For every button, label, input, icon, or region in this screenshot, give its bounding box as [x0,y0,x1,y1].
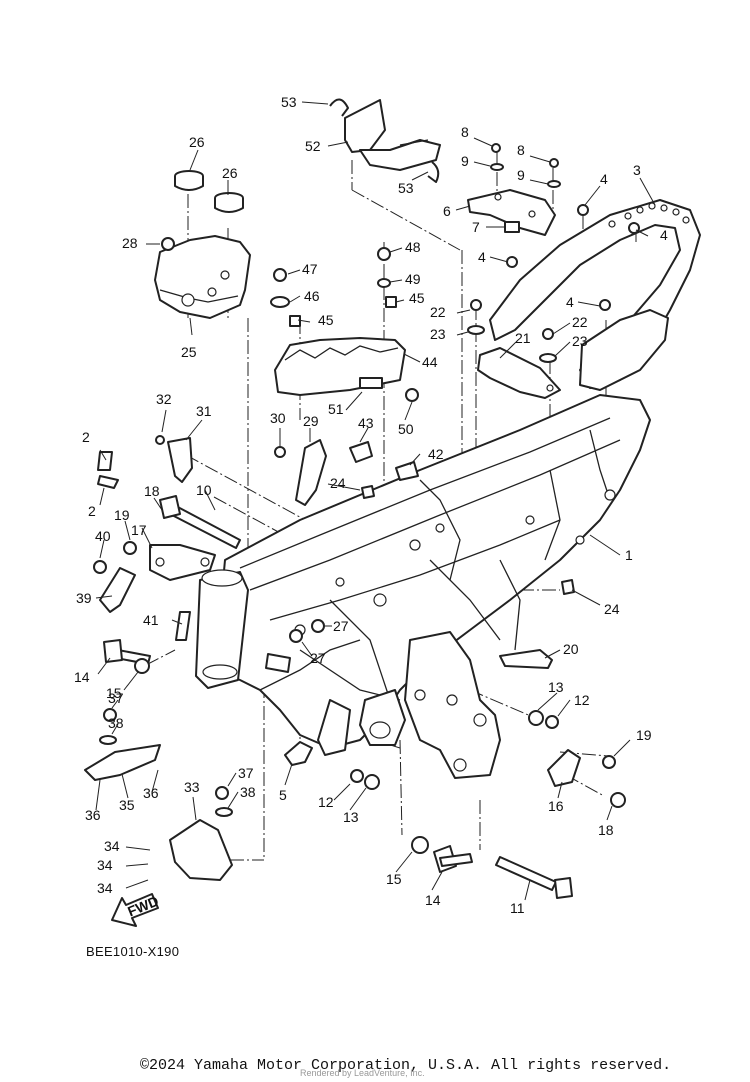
callout-label: 26 [222,165,238,181]
callout-label: 38 [108,715,124,731]
electrical-tray [274,337,406,396]
callout-label: 15 [106,685,122,701]
callout-label: 5 [279,787,287,803]
callout-label: 24 [330,475,346,491]
callout-label: 44 [422,354,438,370]
callout-label: 23 [572,333,588,349]
callout-label: 3 [633,162,641,178]
callout-label: 36 [143,785,159,801]
callout-label: 31 [196,403,212,419]
callout-label: 18 [144,483,160,499]
callout-label: 28 [122,235,138,251]
callout-label: 34 [97,857,113,873]
callout-label: 23 [430,326,446,342]
callout-label: 1 [625,547,633,563]
callout-label: 27 [333,618,349,634]
callout-label: 45 [318,312,334,328]
callout-label: 32 [156,391,172,407]
plate-6 [467,189,556,236]
callout-label: 34 [104,838,120,854]
callout-label: 21 [515,330,531,346]
seat-bracket [344,99,441,171]
callout-label: 53 [398,180,414,196]
callout-label: 43 [358,415,374,431]
callout-label: 52 [305,138,321,154]
callout-label: 45 [409,290,425,306]
callout-label: 19 [114,507,130,523]
callout-label: 53 [281,94,297,110]
callout-label: 20 [563,641,579,657]
callout-label: 48 [405,239,421,255]
callout-label: 26 [189,134,205,150]
callout-label: 49 [405,271,421,287]
callout-label: 14 [425,892,441,908]
callout-label: 24 [604,601,620,617]
fwd-label: FWD [125,893,161,920]
callout-label: 2 [82,429,90,445]
callout-label: 47 [302,261,318,277]
callout-label: 37 [108,690,124,706]
callout-label: 8 [461,124,469,140]
diagram-code: BEE1010-X190 [86,944,180,959]
callout-label: 4 [600,171,608,187]
callout-label: 15 [386,871,402,887]
small-brackets [84,437,581,881]
callout-label: 2 [88,503,96,519]
callout-label: 22 [572,314,588,330]
leader-lines [95,101,656,901]
callout-label: 13 [343,809,359,825]
callout-label: 41 [143,612,159,628]
main-frame [195,394,651,779]
watermark-text: Rendered by LeadVenture, Inc. [300,1068,425,1078]
callout-label: 16 [548,798,564,814]
callout-label: 29 [303,413,319,429]
callout-label: 46 [304,288,320,304]
callout-label: 17 [131,522,147,538]
callout-label: 9 [461,153,469,169]
callout-label: 38 [240,784,256,800]
callout-label: 42 [428,446,444,462]
callout-label: 39 [76,590,92,606]
callouts: 1 2 2 3 4 4 4 4 5 6 7 8 8 9 9 10 11 12 1… [74,94,668,916]
callout-label: 11 [510,900,525,916]
callout-label: 51 [328,401,344,417]
battery-box [154,170,251,319]
callout-label: 35 [119,797,135,813]
copyright-notice: ©2024 Yamaha Motor Corporation, U.S.A. A… [140,1057,672,1074]
callout-label: 4 [660,227,668,243]
callout-label: 33 [184,779,200,795]
callout-label: 50 [398,421,414,437]
callout-label: 27 [310,650,326,666]
callout-label: 4 [478,249,486,265]
callout-label: 18 [598,822,614,838]
bolts [93,98,640,899]
grab-bar [489,199,701,391]
callout-label: 9 [517,167,525,183]
callout-label: 40 [95,528,111,544]
callout-label: 12 [574,692,590,708]
fwd-arrow: FWD [111,893,161,927]
callout-label: 13 [548,679,564,695]
callout-label: 14 [74,669,90,685]
callout-label: 10 [196,482,212,498]
callout-label: 30 [270,410,286,426]
callout-label: 37 [238,765,254,781]
bracket-21 [477,347,561,399]
callout-label: 36 [85,807,101,823]
callout-label: 7 [472,219,480,235]
callout-label: 34 [97,880,113,896]
callout-label: 22 [430,304,446,320]
callout-label: 6 [443,203,451,219]
callout-label: 12 [318,794,334,810]
callout-label: 25 [181,344,197,360]
callout-label: 19 [636,727,652,743]
callout-label: 4 [566,294,574,310]
callout-label: 8 [517,142,525,158]
